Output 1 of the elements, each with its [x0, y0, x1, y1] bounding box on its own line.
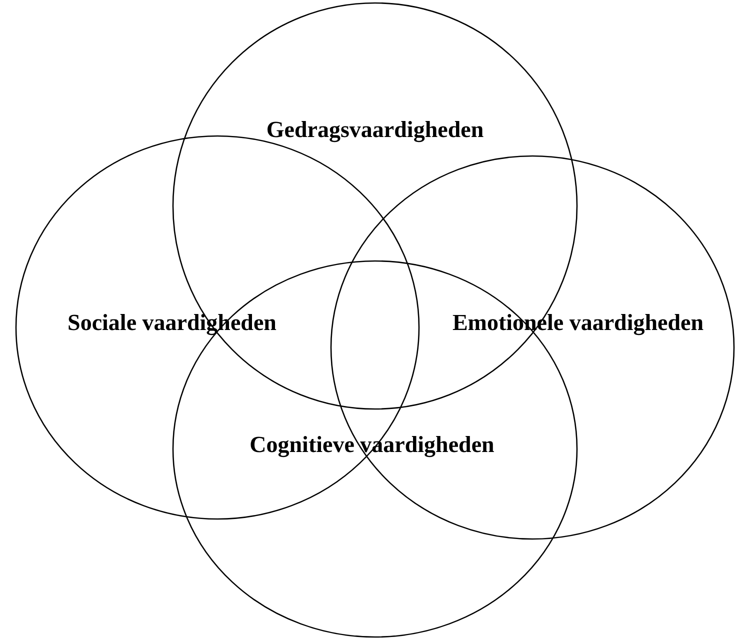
circle-label: Gedragsvaardigheden	[266, 117, 484, 143]
